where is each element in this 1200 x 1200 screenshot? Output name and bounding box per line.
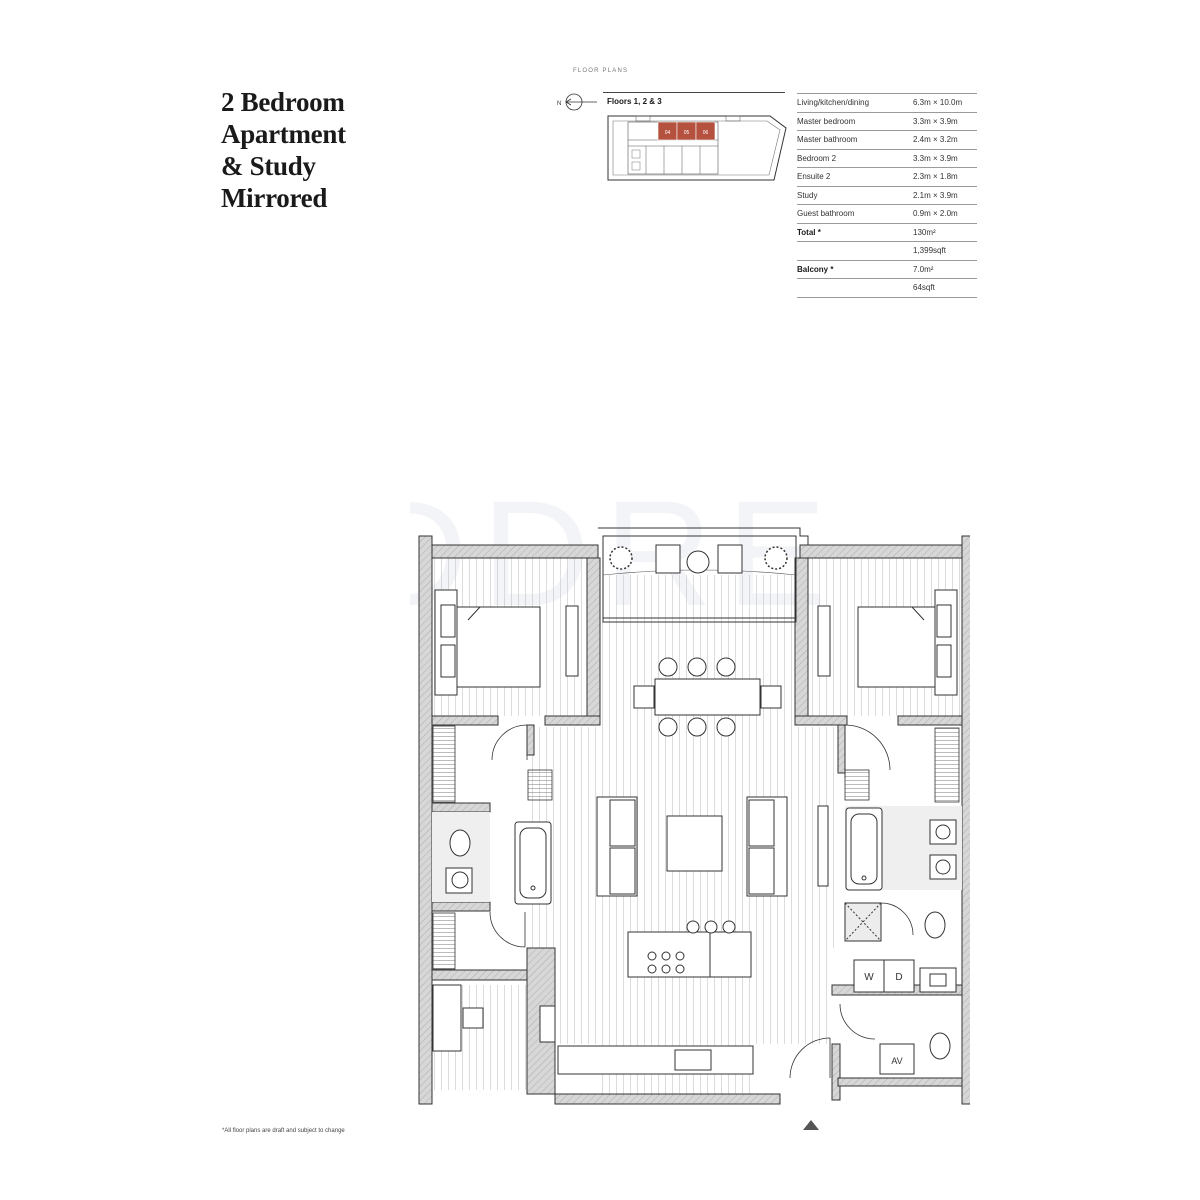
spec-size: 2.3m × 1.8m <box>913 172 958 182</box>
spec-row: 1,399sqft <box>797 242 977 261</box>
wardrobe-right <box>817 605 831 677</box>
floor-plans-label: FLOOR PLANS <box>573 68 629 74</box>
washer-label: W <box>864 972 874 983</box>
spec-size: 3.3m × 3.9m <box>913 116 958 126</box>
bathroom-left <box>432 812 552 905</box>
robe-right <box>844 727 960 803</box>
spec-room: Guest bathroom <box>797 209 855 219</box>
av-label: AV <box>891 1056 902 1066</box>
spec-room: Total * <box>797 227 821 237</box>
keyplan-unit-04: 04 <box>665 130 671 136</box>
spec-row: Study 2.1m × 3.9m <box>797 187 977 205</box>
kitchen <box>539 920 754 1075</box>
spec-size: 64sqft <box>913 283 935 293</box>
floors-label: Floors 1, 2 & 3 <box>607 97 662 106</box>
spec-row: Ensuite 2 2.3m × 1.8m <box>797 168 977 187</box>
floor-plan: DDRE <box>410 470 970 1130</box>
keyplan-unit-06: 06 <box>703 130 709 136</box>
spec-room: Master bedroom <box>797 116 856 126</box>
spec-row: Guest bathroom 0.9m × 2.0m <box>797 205 977 224</box>
doors <box>489 724 914 1079</box>
keyplan-unit-05: 05 <box>684 130 690 136</box>
spec-room: Master bathroom <box>797 135 858 145</box>
key-plan: 04 05 06 <box>607 115 787 181</box>
keyplan-rule <box>603 92 785 93</box>
entrance-arrow-icon <box>803 1120 819 1130</box>
spec-size: 1,399sqft <box>913 246 946 256</box>
spec-row-total: Total * 130m² <box>797 224 977 242</box>
bed-left <box>434 589 541 696</box>
ensuite-right <box>844 806 962 942</box>
north-compass-icon: N <box>557 93 597 111</box>
spec-size: 3.3m × 3.9m <box>913 153 958 163</box>
title-line-3: & Study <box>221 151 316 181</box>
compass-label: N <box>557 101 561 107</box>
balcony <box>598 527 809 623</box>
page-title: 2 Bedroom Apartment & Study Mirrored <box>221 86 346 214</box>
lounge <box>596 796 829 897</box>
spec-size: 2.4m × 3.2m <box>913 135 958 145</box>
spec-room: Bedroom 2 <box>797 153 837 163</box>
spec-size: 7.0m² <box>913 264 934 274</box>
dryer-label: D <box>895 972 902 983</box>
spec-room: Ensuite 2 <box>797 172 831 182</box>
title-line-4: Mirrored <box>221 183 328 213</box>
robe-left <box>432 725 553 970</box>
dining-table <box>633 657 782 737</box>
title-line-1: 2 Bedroom <box>221 87 345 117</box>
spec-row-balcony: Balcony * 7.0m² <box>797 261 977 279</box>
spec-size: 2.1m × 3.9m <box>913 190 958 200</box>
spec-size: 6.3m × 10.0m <box>913 98 963 108</box>
spec-size: 0.9m × 2.0m <box>913 209 958 219</box>
spec-row: Master bathroom 2.4m × 3.2m <box>797 131 977 150</box>
spec-row: Master bedroom 3.3m × 3.9m <box>797 113 977 131</box>
spec-table: Living/kitchen/dining 6.3m × 10.0m Maste… <box>797 93 977 298</box>
spec-row: Bedroom 2 3.3m × 3.9m <box>797 150 977 168</box>
spec-room: Living/kitchen/dining <box>797 98 870 108</box>
spec-row: 64sqft <box>797 279 977 298</box>
spec-room: Balcony * <box>797 264 834 274</box>
bed-right <box>857 589 958 696</box>
spec-size: 130m² <box>913 227 936 237</box>
title-line-2: Apartment <box>221 119 346 149</box>
spec-row: Living/kitchen/dining 6.3m × 10.0m <box>797 93 977 113</box>
study <box>432 984 484 1052</box>
spec-room: Study <box>797 190 818 200</box>
wardrobe-left <box>565 605 579 677</box>
laundry <box>853 959 957 1075</box>
footnote: *All floor plans are draft and subject t… <box>222 1128 345 1134</box>
